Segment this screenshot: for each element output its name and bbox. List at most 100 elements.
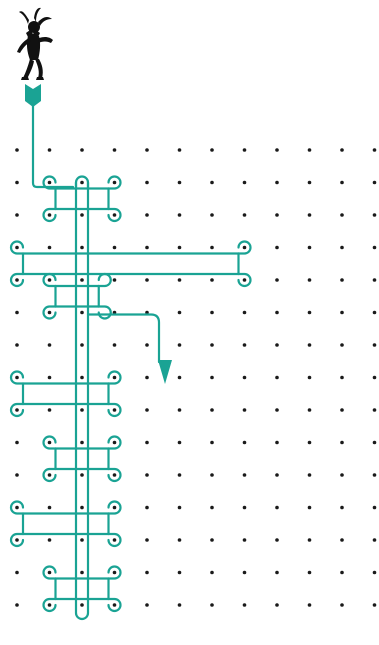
grid-dot: [113, 278, 117, 282]
crossbar: [56, 189, 109, 210]
grid-dot: [340, 473, 344, 477]
grid-dot: [340, 441, 344, 445]
crossbar: [23, 254, 239, 275]
grid-dot: [275, 311, 279, 315]
crossbar: [56, 286, 99, 307]
grid-dot: [210, 311, 214, 315]
grid-dot: [210, 506, 214, 510]
grid-dot: [243, 278, 247, 282]
grid-dot: [308, 343, 312, 347]
grid-dot: [145, 343, 149, 347]
grid-dot: [275, 603, 279, 607]
lead-in-path: [33, 104, 73, 187]
grid-dot: [243, 408, 247, 412]
grid-dot: [308, 603, 312, 607]
grid-dot: [373, 376, 377, 380]
grid-dot: [113, 506, 117, 510]
grid-dot: [243, 343, 247, 347]
grid-dot: [373, 148, 377, 152]
grid-dot: [113, 603, 117, 607]
grid-dot: [275, 408, 279, 412]
grid-dot: [275, 246, 279, 250]
grid-dot: [340, 213, 344, 217]
grid-dot: [145, 538, 149, 542]
grid-dot: [48, 181, 52, 185]
grid-dot: [373, 343, 377, 347]
grid-dot: [80, 311, 84, 315]
grid-dot: [145, 181, 149, 185]
grid-dot: [178, 311, 182, 315]
grid-dot: [80, 278, 84, 282]
grid-dot: [210, 408, 214, 412]
grid-dot: [210, 213, 214, 217]
grid-dot: [80, 473, 84, 477]
grid-dot: [80, 408, 84, 412]
grid-dot: [80, 538, 84, 542]
grid-dot: [275, 148, 279, 152]
grid-dot: [15, 538, 19, 542]
grid-dot: [308, 473, 312, 477]
grid-dot: [113, 181, 117, 185]
grid-dot: [48, 278, 52, 282]
grid-dot: [308, 571, 312, 575]
grid-dot: [210, 376, 214, 380]
crossbar-link: [56, 189, 109, 210]
grid-dot: [178, 603, 182, 607]
grid-dot: [243, 538, 247, 542]
crossbar: [56, 449, 109, 470]
grid-dot: [373, 213, 377, 217]
grid-dot: [113, 473, 117, 477]
grid-dot: [210, 473, 214, 477]
grid-dot: [48, 603, 52, 607]
grid-dot: [48, 246, 52, 250]
grid-dot: [113, 246, 117, 250]
grid-dot: [145, 213, 149, 217]
grid-dot: [243, 181, 247, 185]
grid-dot: [178, 213, 182, 217]
grid-dot: [113, 538, 117, 542]
grid-dot: [178, 571, 182, 575]
grid-dot: [15, 246, 19, 250]
crossbar-link: [56, 579, 109, 600]
grid-dot: [308, 213, 312, 217]
crossbar-link: [23, 514, 109, 535]
grid-dot: [373, 506, 377, 510]
grid-dot: [373, 571, 377, 575]
arrowhead-down-icon: [158, 360, 172, 384]
grid-dot: [178, 376, 182, 380]
grid-dot: [275, 473, 279, 477]
grid-dot: [48, 311, 52, 315]
grid-dot: [308, 148, 312, 152]
grid-dot: [243, 246, 247, 250]
grid-dot: [373, 473, 377, 477]
grid-dot: [145, 246, 149, 250]
grid-dot: [210, 246, 214, 250]
grid-dot: [80, 571, 84, 575]
grid-dot: [113, 376, 117, 380]
grid-dot: [48, 376, 52, 380]
grid-dot: [15, 506, 19, 510]
grid-dot: [15, 376, 19, 380]
grid-dot: [275, 506, 279, 510]
grid-dot: [308, 538, 312, 542]
grid-dot: [178, 181, 182, 185]
grid-dot: [373, 181, 377, 185]
grid-dot: [48, 473, 52, 477]
grid-dot: [275, 538, 279, 542]
crossbar-link: [56, 449, 109, 470]
grid-dot: [275, 376, 279, 380]
grid-dot: [243, 603, 247, 607]
grid-dot: [145, 571, 149, 575]
exit-branch: [88, 315, 159, 363]
grid-dot: [308, 408, 312, 412]
grid-dot: [113, 571, 117, 575]
grid-dot: [113, 148, 117, 152]
grid-dot: [48, 148, 52, 152]
crossbar-link: [56, 286, 99, 307]
grid-dot: [145, 506, 149, 510]
grid-dot: [15, 343, 19, 347]
grid-dot: [340, 538, 344, 542]
grid-dot: [145, 376, 149, 380]
grid-dot: [308, 246, 312, 250]
grid-dot: [340, 506, 344, 510]
